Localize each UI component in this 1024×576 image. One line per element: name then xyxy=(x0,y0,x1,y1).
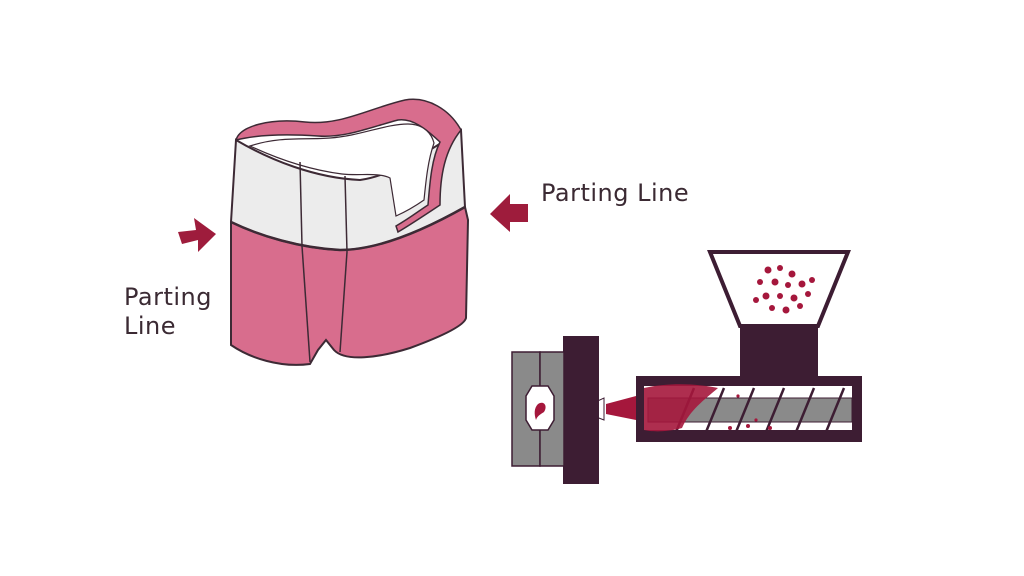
clamp-plate xyxy=(563,336,599,484)
nozzle xyxy=(606,396,636,420)
parting-line-label-left-line1: Parting xyxy=(124,283,212,311)
parting-line xyxy=(230,205,466,252)
mold-rim xyxy=(234,98,462,234)
injected-plastic-drop xyxy=(534,402,546,420)
mold-seam-left-lower xyxy=(301,245,311,363)
parting-line-label-left-line2: Line xyxy=(124,312,177,340)
parting-line-label-right: Parting Line xyxy=(541,179,690,207)
mold-seam-left xyxy=(299,161,303,247)
mold-cavity-opening xyxy=(248,123,435,217)
arrow-right-icon xyxy=(178,218,216,252)
hopper xyxy=(707,250,851,328)
molded-part xyxy=(229,98,470,366)
mold-seam-right xyxy=(344,175,348,253)
arrow-left-icon xyxy=(490,194,528,232)
plastic-specks xyxy=(728,394,772,430)
feed-throat xyxy=(740,326,818,376)
mold-seam-right-lower xyxy=(339,251,348,353)
plastic-pellets xyxy=(753,265,815,314)
parting-line-label-left: Parting Line xyxy=(124,283,212,341)
melted-plastic xyxy=(644,384,718,432)
injection-machine xyxy=(511,250,862,484)
